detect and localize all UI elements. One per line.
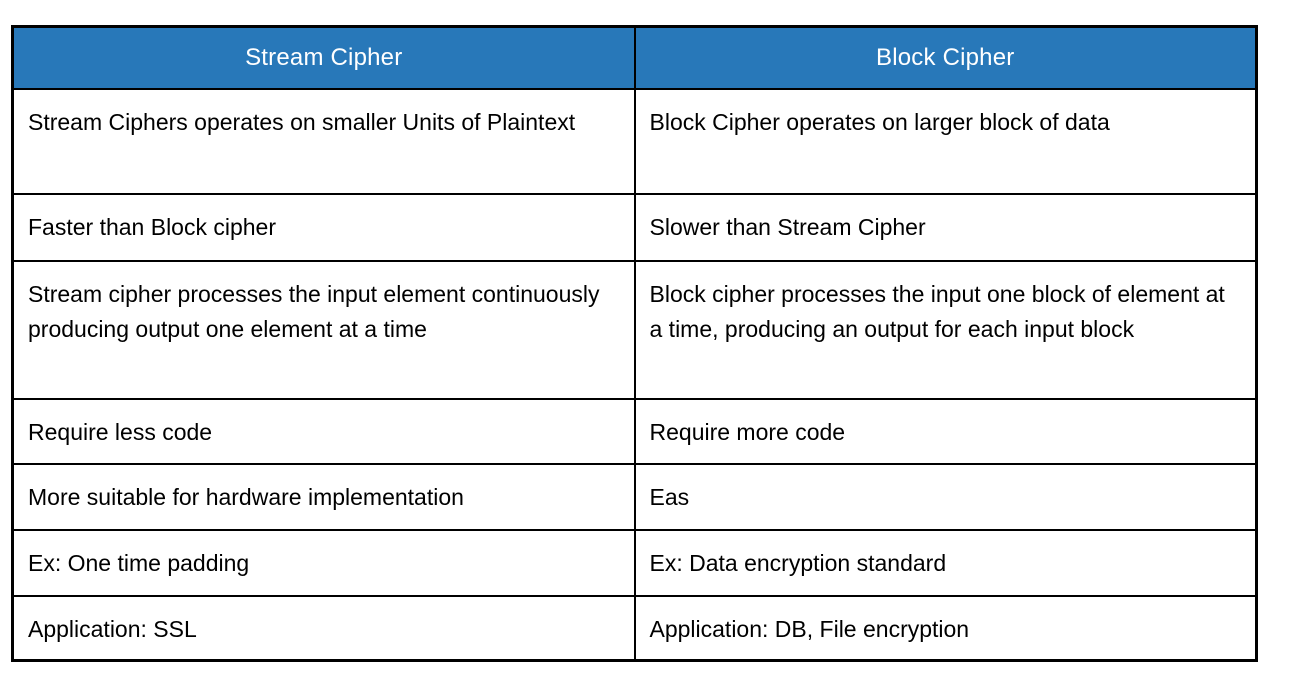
cell-block-processing: Block cipher processes the input one blo…	[633, 259, 1258, 400]
cell-stream-example: Ex: One time padding	[11, 528, 636, 597]
cell-stream-code: Require less code	[11, 397, 636, 465]
header-cell-stream-cipher: Stream Cipher	[11, 25, 636, 90]
table-row: Stream cipher processes the input elemen…	[11, 259, 1258, 400]
table-row: Ex: One time padding Ex: Data encryption…	[11, 528, 1258, 597]
table-row: Application: SSL Application: DB, File e…	[11, 594, 1258, 661]
cell-stream-units: Stream Ciphers operates on smaller Units…	[11, 87, 636, 195]
cell-block-application: Application: DB, File encryption	[633, 594, 1258, 661]
cell-block-example: Ex: Data encryption standard	[633, 528, 1258, 597]
table-row: More suitable for hardware implementatio…	[11, 462, 1258, 531]
cipher-comparison-table: Stream Cipher Block Cipher Stream Cipher…	[11, 25, 1258, 662]
table-row: Faster than Block cipher Slower than Str…	[11, 192, 1258, 262]
header-cell-block-cipher: Block Cipher	[633, 25, 1258, 90]
cell-stream-speed: Faster than Block cipher	[11, 192, 636, 262]
cell-block-units: Block Cipher operates on larger block of…	[633, 87, 1258, 195]
table-header-row: Stream Cipher Block Cipher	[11, 25, 1258, 90]
cell-block-code: Require more code	[633, 397, 1258, 465]
cell-stream-processing: Stream cipher processes the input elemen…	[11, 259, 636, 400]
table-row: Require less code Require more code	[11, 397, 1258, 465]
cell-stream-application: Application: SSL	[11, 594, 636, 661]
table-row: Stream Ciphers operates on smaller Units…	[11, 87, 1258, 195]
cell-block-speed: Slower than Stream Cipher	[633, 192, 1258, 262]
cell-block-suitability: Eas	[633, 462, 1258, 531]
cell-stream-suitability: More suitable for hardware implementatio…	[11, 462, 636, 531]
